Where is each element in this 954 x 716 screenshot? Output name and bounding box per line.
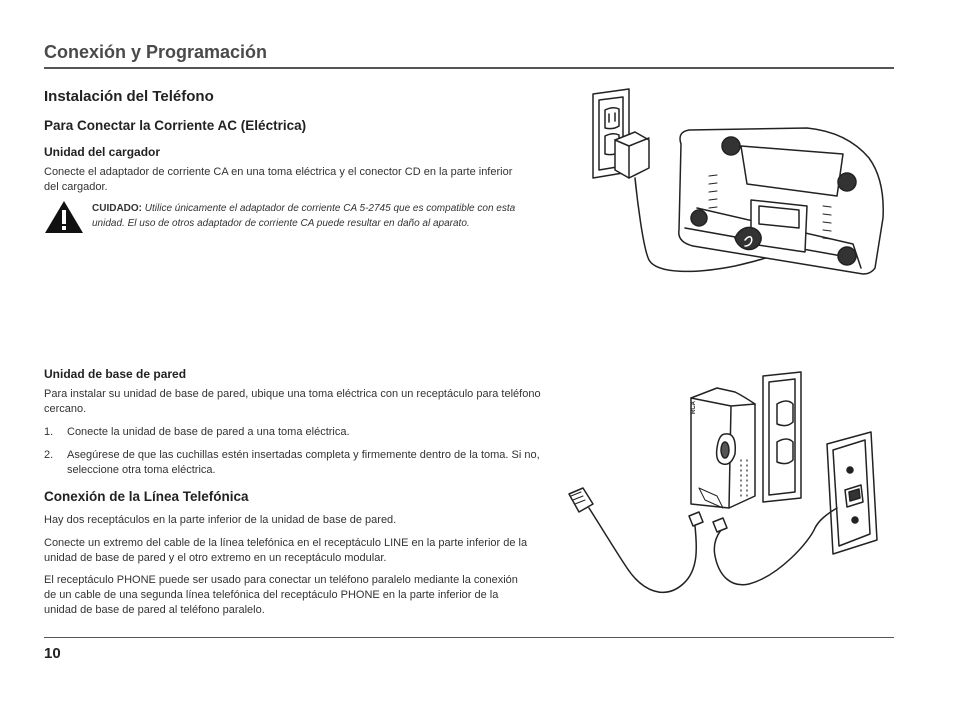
warning-icon [45, 201, 83, 233]
page-header-title: Conexión y Programación [44, 42, 268, 62]
ac-subsection-title: Para Conectar la Corriente AC (Eléctrica… [44, 118, 307, 133]
header-divider [44, 67, 894, 69]
step-number: 1. [44, 426, 54, 438]
step-text: Asegúrese de que las cuchillas estén ins… [67, 449, 540, 476]
list-item: 2. Asegúrese de que las cuchillas estén … [44, 448, 544, 478]
line-paragraph-1: Hay dos receptáculos en la parte inferio… [44, 514, 397, 526]
page-number: 10 [44, 645, 61, 662]
list-item: 1. Conecte la unidad de base de pared a … [44, 425, 544, 440]
line-paragraph-2: Conecte un extremo del cable de la línea… [44, 537, 528, 564]
step-text: Conecte la unidad de base de pared a una… [67, 426, 350, 438]
wall-base-heading: Unidad de base de pared [44, 367, 187, 381]
charger-illustration [592, 88, 884, 275]
brand-label: RCA [691, 400, 697, 414]
section-title: Instalación del Teléfono [44, 88, 214, 105]
footer-divider [44, 637, 894, 638]
wall-base-illustration: RCA [568, 371, 878, 594]
caution-text: Utilice únicamente el adaptador de corri… [92, 203, 516, 229]
charger-text: Conecte el adaptador de corriente CA en … [44, 166, 513, 193]
line-paragraph-3: El receptáculo PHONE puede ser usado par… [44, 574, 518, 616]
step-number: 2. [44, 449, 54, 461]
charger-heading: Unidad del cargador [44, 145, 161, 159]
line-connection-title: Conexión de la Línea Telefónica [44, 489, 249, 504]
caution-note: CUIDADO: Utilice únicamente el adaptador… [92, 201, 537, 231]
caution-label: CUIDADO: [92, 203, 142, 214]
wall-base-intro: Para instalar su unidad de base de pared… [44, 388, 541, 415]
